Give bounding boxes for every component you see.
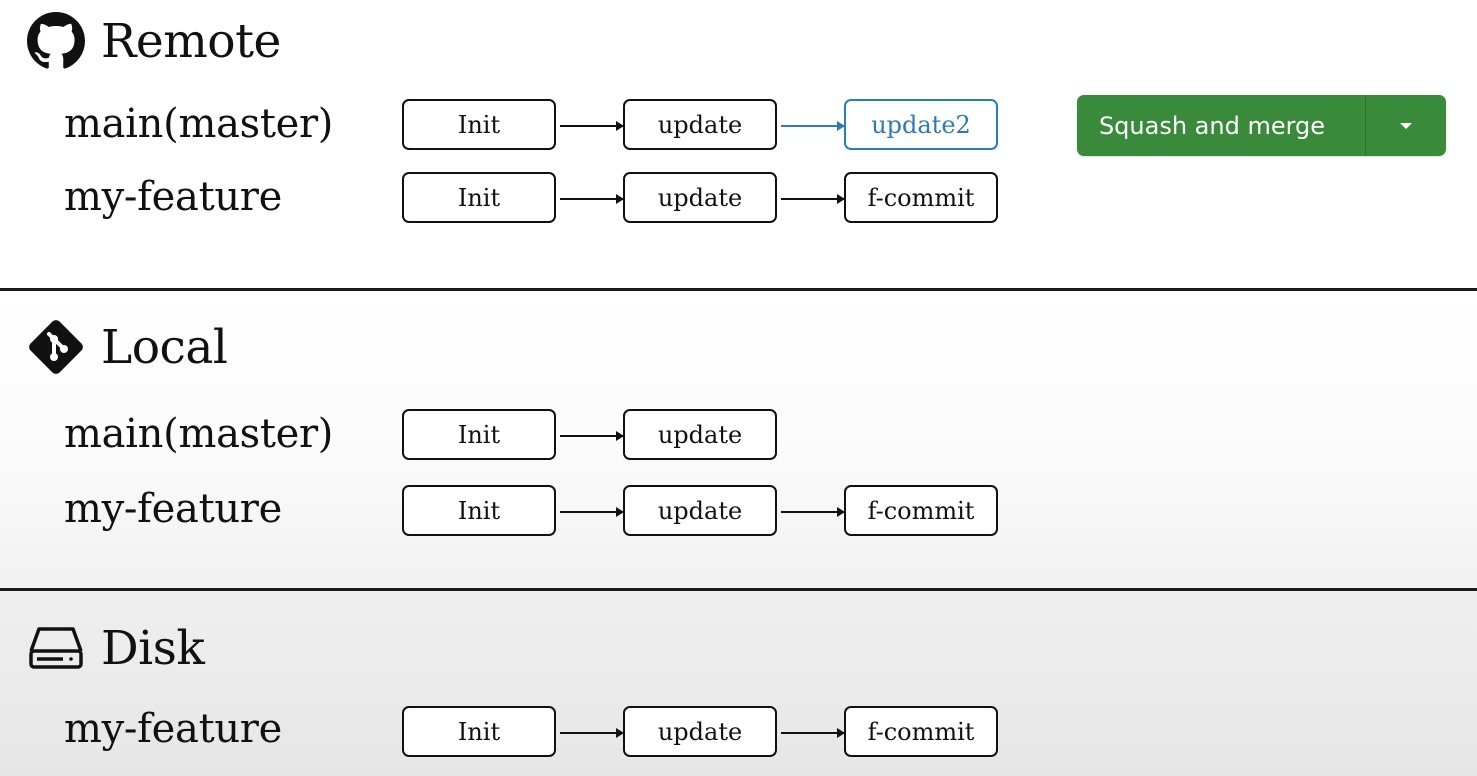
disk-title: Disk [101, 620, 205, 676]
arrow [781, 507, 845, 517]
remote-feature-branch-label: my-feature [64, 174, 282, 220]
local-heading: Local [27, 318, 228, 376]
disk-heading: Disk [27, 619, 205, 677]
hard-drive-icon [27, 619, 85, 677]
commit-box: Init [402, 99, 556, 150]
commit-box: update [623, 485, 777, 536]
arrow [560, 507, 624, 517]
local-main-branch-label: main(master) [64, 411, 334, 457]
remote-main-branch-label: main(master) [64, 101, 334, 147]
arrow [781, 121, 845, 131]
commit-box: update [623, 99, 777, 150]
commit-box: Init [402, 485, 556, 536]
arrow [560, 431, 624, 441]
remote-heading: Remote [27, 12, 281, 70]
commit-box: update [623, 172, 777, 223]
squash-and-merge-label[interactable]: Squash and merge [1098, 111, 1326, 140]
merge-options-dropdown[interactable] [1366, 95, 1446, 156]
commit-box: Init [402, 172, 556, 223]
squash-and-merge-button[interactable]: Squash and merge [1077, 95, 1446, 156]
git-icon [27, 318, 85, 376]
new-commit-box: update2 [844, 99, 998, 150]
arrow [781, 194, 845, 204]
arrow [560, 121, 624, 131]
commit-box: Init [402, 409, 556, 460]
section-divider [0, 588, 1477, 591]
commit-box: update [623, 706, 777, 757]
commit-box: f-commit [844, 706, 998, 757]
local-feature-branch-label: my-feature [64, 486, 282, 532]
local-title: Local [101, 319, 228, 375]
commit-box: f-commit [844, 172, 998, 223]
arrow [560, 194, 624, 204]
commit-box: update [623, 409, 777, 460]
arrow [781, 728, 845, 738]
disk-feature-branch-label: my-feature [64, 706, 282, 752]
commit-box: f-commit [844, 485, 998, 536]
arrow [560, 728, 624, 738]
section-divider [0, 288, 1477, 291]
commit-box: Init [402, 706, 556, 757]
github-icon [27, 12, 85, 70]
button-separator [1365, 95, 1366, 156]
caret-down-icon [1400, 122, 1412, 129]
remote-title: Remote [101, 13, 281, 69]
